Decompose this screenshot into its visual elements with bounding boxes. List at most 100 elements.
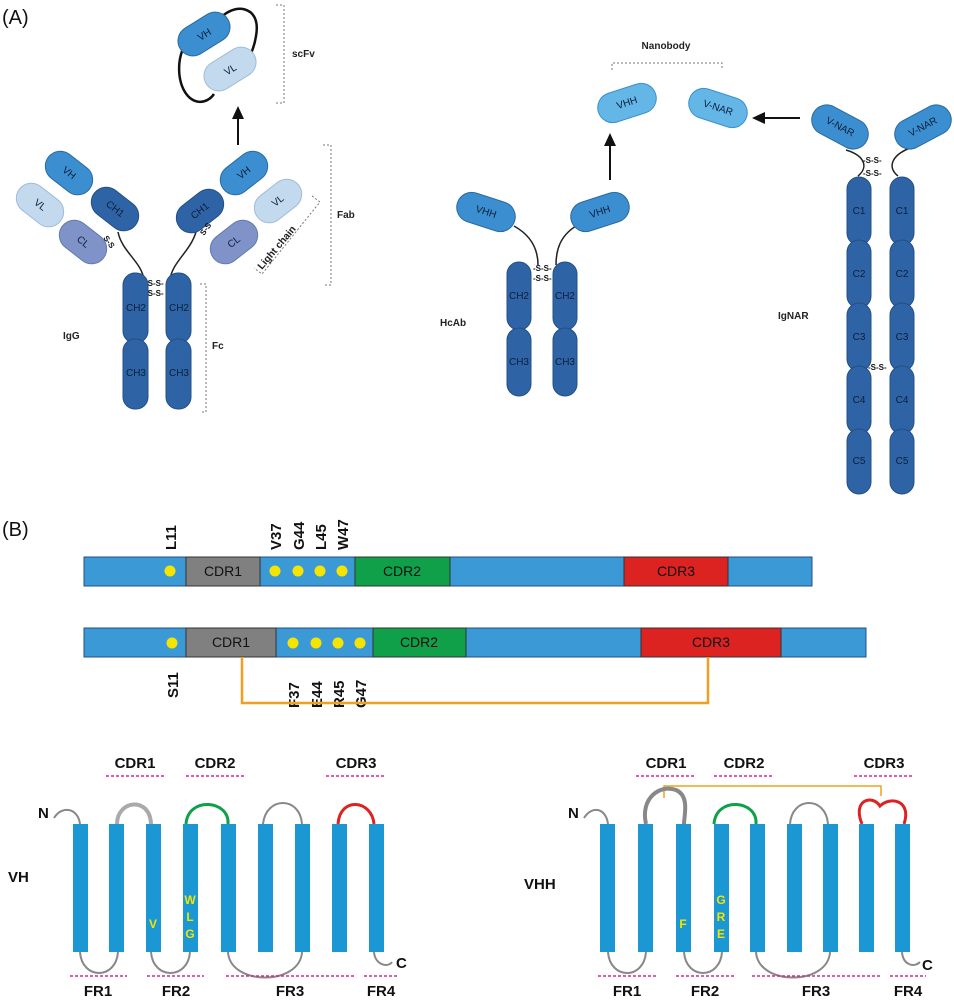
vh-strand-6 xyxy=(258,824,273,952)
vhh-n-terminus: N xyxy=(568,805,579,822)
hcab-to-vhh-arrow xyxy=(604,133,616,180)
vhh-residue-f37: F37 xyxy=(286,682,303,708)
vh-strand-residue-w: W xyxy=(184,893,196,907)
hcab-diagram: VHH VHH -S-S- -S-S- CH2 CH3 CH2 CH3 HcAb xyxy=(440,191,630,397)
vhh-residue-r45: R45 xyxy=(331,680,348,708)
scfv-vh-domain: VH xyxy=(177,11,231,57)
igg-hinge-disulfide-2: -S-S- xyxy=(145,289,164,298)
vh-residue-w47: W47 xyxy=(335,519,352,550)
hcab-left-ch3 xyxy=(506,327,532,397)
vh-top-loops xyxy=(115,802,376,825)
svg-text:FR3: FR3 xyxy=(276,983,304,1000)
svg-text:FR3: FR3 xyxy=(802,983,830,1000)
svg-text:CH2: CH2 xyxy=(126,303,146,314)
vhh-topology: CDR1 CDR2 CDR3 N VHH xyxy=(524,755,933,1000)
vh-bar-cdr1 xyxy=(185,556,261,587)
vhh-strand-4 xyxy=(714,824,729,952)
svg-text:CH2: CH2 xyxy=(169,303,189,314)
svg-text:CH2: CH2 xyxy=(509,291,529,302)
svg-text:CDR1: CDR1 xyxy=(212,634,250,650)
vh-residue-g44: G44 xyxy=(291,521,308,550)
vhh-strand-residue-r: R xyxy=(717,910,726,924)
vhh-bar-cdr3 xyxy=(640,627,782,658)
svg-text:C3: C3 xyxy=(853,332,866,343)
vh-n-terminus: N xyxy=(38,805,49,822)
vh-bar-cdr2 xyxy=(354,556,451,587)
svg-text:CDR2: CDR2 xyxy=(724,755,765,772)
igg-right-vl: VL xyxy=(253,178,303,224)
vh-residue-l11: L11 xyxy=(163,525,180,550)
svg-text:CDR1: CDR1 xyxy=(115,755,156,772)
vh-strand-residue-v: V xyxy=(149,917,157,931)
ignar-to-vnar-arrow xyxy=(752,112,800,124)
fab-label: Fab xyxy=(337,210,355,221)
svg-text:C3: C3 xyxy=(896,332,909,343)
svg-text:C5: C5 xyxy=(853,456,866,467)
vhh-bar-cdr1 xyxy=(185,627,277,658)
vhh-residue-g47: G47 xyxy=(353,680,370,708)
svg-text:C5: C5 xyxy=(896,456,909,467)
scfv-label: scFv xyxy=(292,49,315,60)
svg-text:FR2: FR2 xyxy=(691,983,719,1000)
vh-sequence-bar: CDR1 CDR2 CDR3 L11 V37 G44 L45 W47 xyxy=(83,519,813,587)
vhh-strand-7 xyxy=(823,824,838,952)
nanobody-group: Nanobody VHH V-NAR xyxy=(597,41,748,129)
svg-text:CDR2: CDR2 xyxy=(383,563,421,579)
panel-a-label: (A) xyxy=(2,7,29,29)
svg-text:C4: C4 xyxy=(896,395,909,406)
vh-strands xyxy=(73,824,384,952)
vh-hallmark-dot-11 xyxy=(164,565,176,577)
vhh-sequence-bar: CDR1 CDR2 CDR3 S11 F37 E44 R45 G47 xyxy=(83,627,867,708)
vhh-bottom-loops xyxy=(607,951,921,979)
vhh-residue-s11: S11 xyxy=(165,672,182,698)
vhh-hallmark-dot-11 xyxy=(166,637,178,649)
vhh-strands xyxy=(600,824,910,952)
svg-text:CDR2: CDR2 xyxy=(400,634,438,650)
vh-c-terminus: C xyxy=(396,955,407,972)
hcab-right-vhh: VHH xyxy=(570,191,630,233)
vhh-bar-cdr2 xyxy=(372,627,467,658)
ignar-right-vnar: V-NAR xyxy=(894,104,952,150)
nanobody-vhh-domain: VHH xyxy=(597,82,657,124)
vh-hallmark-dot-47 xyxy=(336,565,348,577)
ignar-disulfide-1: -S-S- xyxy=(863,156,882,165)
igg-right-ch3 xyxy=(165,338,192,410)
vhh-strand-residue-f: F xyxy=(679,917,686,931)
vhh-strand-5 xyxy=(750,824,765,952)
igg-right-vh: VH xyxy=(219,150,269,196)
vh-strand-9 xyxy=(369,824,384,952)
vh-bar-cdr3 xyxy=(623,556,729,587)
svg-text:CDR1: CDR1 xyxy=(646,755,687,772)
igg-hinge-disulfide-1: -S-S- xyxy=(145,279,164,288)
vh-strand-8 xyxy=(332,824,347,952)
panel-b-label: (B) xyxy=(2,519,29,541)
vhh-hallmark-dot-44 xyxy=(310,637,322,649)
vhh-strand-6 xyxy=(787,824,802,952)
svg-text:C2: C2 xyxy=(896,269,909,280)
svg-text:CH3: CH3 xyxy=(169,368,189,379)
light-chain-label: Light chain xyxy=(256,224,299,272)
ignar-left-vnar: V-NAR xyxy=(811,104,869,150)
ignar-disulfide-c3: -S-S- xyxy=(868,363,887,372)
vhh-hallmark-dot-45 xyxy=(332,637,344,649)
nanobody-vnar-domain: V-NAR xyxy=(688,87,748,129)
vhh-strand-residue-g: G xyxy=(716,893,725,907)
vhh-strand-residue-e: E xyxy=(717,927,725,941)
hcab-hinge-disulfide-2: -S-S- xyxy=(533,274,552,283)
svg-text:FR1: FR1 xyxy=(84,983,112,1000)
vh-hallmark-dot-44 xyxy=(292,565,304,577)
svg-text:C2: C2 xyxy=(853,269,866,280)
svg-text:CDR3: CDR3 xyxy=(336,755,377,772)
vh-residue-v37: V37 xyxy=(268,523,285,550)
svg-text:CH3: CH3 xyxy=(555,357,575,368)
svg-text:FR4: FR4 xyxy=(894,983,923,1000)
svg-text:CDR3: CDR3 xyxy=(692,634,730,650)
vhh-strand-1 xyxy=(600,824,615,952)
ignar-left-c5 xyxy=(846,428,872,495)
vhh-hallmark-dot-37 xyxy=(287,637,299,649)
igg-right-cl: CL xyxy=(209,219,259,265)
scfv-diagram: VH VL scFv xyxy=(177,4,315,104)
vh-strand-1 xyxy=(73,824,88,952)
vh-fr-labels: FR1 FR2 FR3 FR4 xyxy=(70,975,398,1000)
vhh-strand-3 xyxy=(676,824,691,952)
